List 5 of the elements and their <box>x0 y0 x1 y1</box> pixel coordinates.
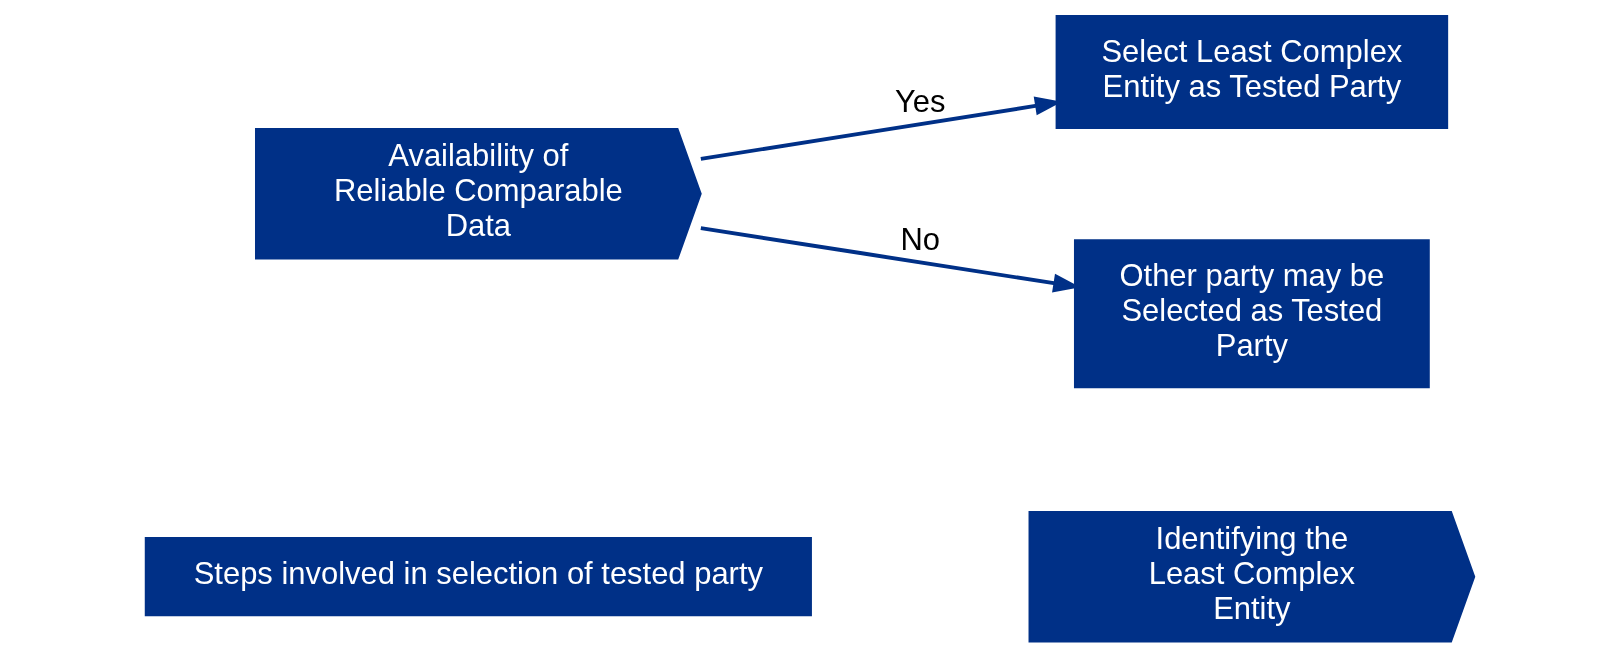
edge-label: Yes <box>894 84 946 120</box>
edge-label: No <box>900 221 941 257</box>
node-box: Select Least Complex Entity as Tested Party <box>1055 14 1449 130</box>
node-box: Other party may be Selected as Tested Party <box>1073 239 1430 389</box>
node-box: Steps involved in selection of tested party <box>144 537 812 617</box>
